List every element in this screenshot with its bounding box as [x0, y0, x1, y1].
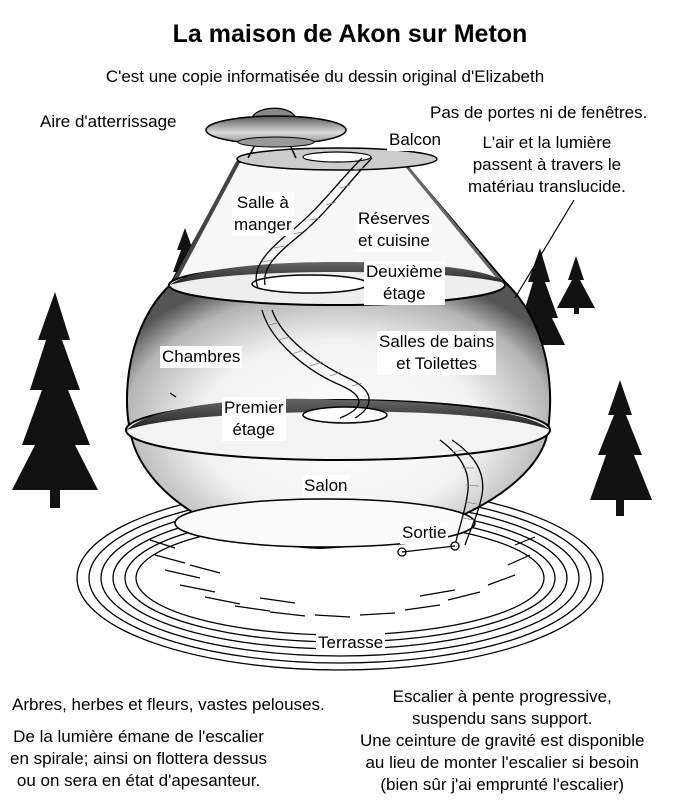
tree-right-small [557, 256, 595, 314]
label-living-room: Salon [302, 475, 350, 497]
note-trees: Arbres, herbes et fleurs, vastes pelouse… [12, 695, 325, 714]
tree-left-large [12, 292, 98, 508]
note-pointer-line [514, 199, 575, 299]
note-no-doors: Pas de portes ni de fenêtres. [430, 103, 648, 122]
label-bedrooms: Chambres [160, 346, 243, 368]
label-terrace: Terrasse [316, 632, 386, 654]
label-balcony: Balcon [387, 129, 443, 151]
subtitle: C'est une copie informatisée du dessin o… [105, 67, 545, 86]
staircase-steps [261, 167, 480, 521]
label-first-floor: Premier étage [222, 397, 286, 441]
note-light: De la lumière émane de l'escalier en spi… [10, 727, 268, 790]
page-title: La maison de Akon sur Meton [172, 20, 528, 48]
label-storage-kitchen: Réserves et cuisine [356, 208, 432, 252]
spiral-staircase [255, 157, 484, 557]
terrace-hatching [149, 536, 536, 618]
label-second-floor: Deuxième étage [364, 261, 445, 305]
first-floor-disk [125, 398, 551, 461]
label-exit: Sortie [400, 522, 449, 544]
note-stairs: Escalier à pente progressive, suspendu s… [360, 687, 645, 794]
label-dining: Salle à manger [232, 192, 294, 236]
balcony-disk [236, 147, 438, 171]
label-bathrooms: Salles de bains et Toilettes [377, 331, 497, 375]
note-translucent: L'air et la lumière passent à travers le… [468, 133, 626, 196]
tree-right-large [590, 380, 652, 516]
landing-craft [205, 107, 347, 159]
label-landing-pad: Aire d'atterrissage [40, 112, 177, 131]
